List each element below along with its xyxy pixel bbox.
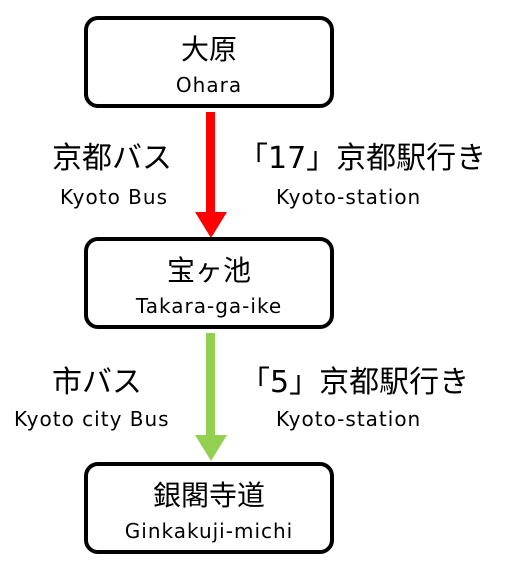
stop-name-en: Ginkakuji-michi bbox=[124, 519, 294, 543]
operator-label-en-2: Kyoto city Bus bbox=[14, 407, 170, 431]
stop-name-ja: 宝ヶ池 bbox=[166, 254, 251, 287]
stop-name-ja: 大原 bbox=[180, 33, 237, 66]
route-label-ja-1: 「17」京都駅行き bbox=[238, 141, 487, 176]
route-arrow-head-1 bbox=[195, 212, 227, 238]
operator-label-en-1: Kyoto Bus bbox=[60, 185, 168, 209]
route-arrow-shaft-2 bbox=[206, 333, 215, 437]
stop-name-ja: 銀閣寺道 bbox=[152, 479, 265, 512]
stop-box-takaragaike: 宝ヶ池 Takara-ga-ike bbox=[84, 237, 334, 329]
route-label-en-2: Kyoto-station bbox=[276, 407, 422, 431]
operator-label-ja-2: 市バス bbox=[52, 365, 142, 400]
route-arrow-head-2 bbox=[195, 435, 227, 461]
stop-box-ohara: 大原 Ohara bbox=[84, 16, 334, 108]
operator-label-ja-1: 京都バス bbox=[52, 141, 172, 176]
stop-name-en: Takara-ga-ike bbox=[135, 294, 283, 318]
route-arrow-shaft-1 bbox=[206, 112, 215, 214]
route-label-en-1: Kyoto-station bbox=[276, 185, 422, 209]
route-label-ja-2: 「5」京都駅行き bbox=[240, 365, 470, 400]
stop-name-en: Ohara bbox=[175, 73, 243, 97]
stop-box-ginkakuji: 銀閣寺道 Ginkakuji-michi bbox=[84, 462, 334, 554]
